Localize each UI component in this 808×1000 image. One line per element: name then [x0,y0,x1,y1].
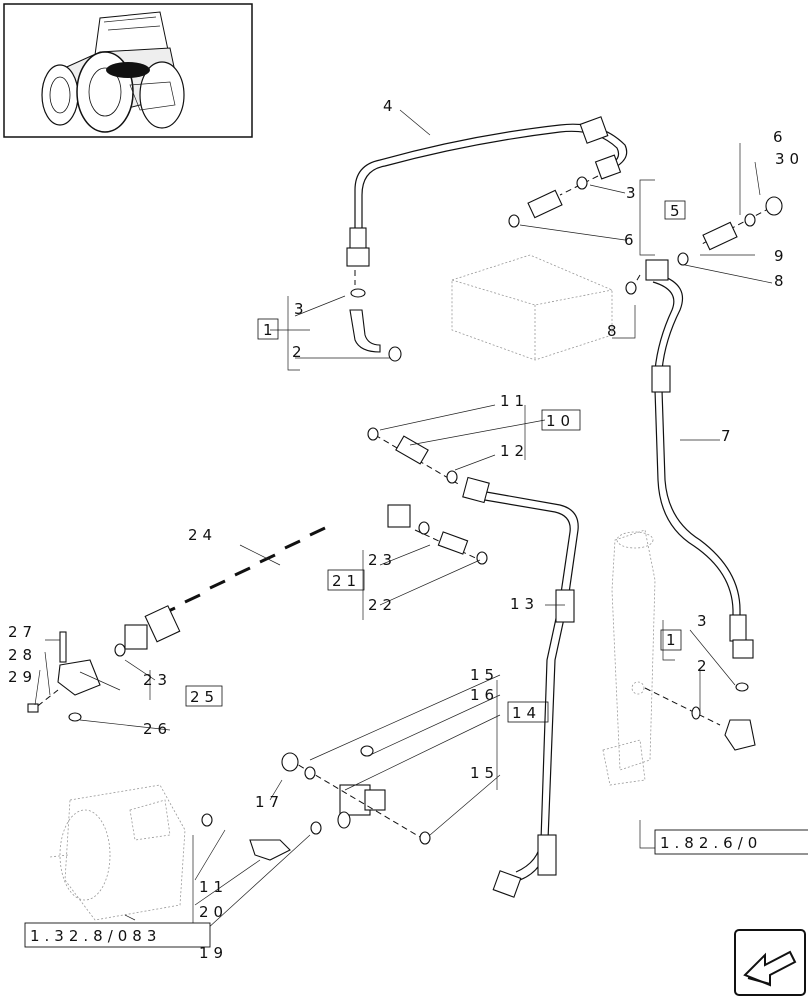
ghost-cylinder [602,529,656,786]
callout-6: 6 [773,128,788,146]
callout-9: 9 [774,247,789,265]
callout-5: 5 [670,202,685,220]
adapter-5-group [508,175,599,228]
leader-lines [34,109,773,945]
callout-labels: 4 3 5 6 6 30 9 8 8 1 3 2 7 11 10 12 24 2… [8,97,804,962]
callout-30: 30 [775,150,804,168]
callout-15: 15 [470,764,499,782]
callout-3: 3 [697,612,712,630]
callout-15: 15 [470,666,499,684]
callout-23: 23 [368,551,397,569]
fittings-right [625,196,783,295]
callout-27: 27 [8,623,37,641]
callout-2: 2 [697,657,712,675]
callout-28: 28 [8,646,37,664]
ghost-block [451,254,613,361]
hose-24 [124,501,488,650]
callout-14: 14 [512,704,541,722]
previous-page-arrow-icon[interactable] [734,929,806,996]
callout-12: 12 [500,442,529,460]
hose-13 [367,427,579,898]
callout-20: 20 [199,903,228,921]
callout-25: 25 [190,688,219,706]
callout-22: 22 [368,596,397,614]
callout-17: 17 [255,793,284,811]
callout-3: 3 [294,300,309,318]
callout-26: 26 [143,720,172,738]
tee-14 [201,745,431,861]
callout-24: 24 [188,526,217,544]
hose-7 [644,259,756,751]
hose-4 [346,116,628,362]
tractor-thumbnail-icon[interactable] [3,3,253,138]
callout-13: 13 [510,595,539,613]
callout-8: 8 [607,322,622,340]
block-25 [27,631,126,722]
callout-4: 4 [383,97,398,115]
callout-19: 19 [199,944,228,962]
ghost-pump [49,784,186,921]
callout-1: 1 [263,321,278,339]
reference-label: 1.32.8/083 [30,927,161,945]
callout-16: 16 [470,686,499,704]
callout-29: 29 [8,668,37,686]
callout-8: 8 [774,272,789,290]
callout-23: 23 [143,671,172,689]
callout-3: 3 [626,184,641,202]
reference-box-a[interactable]: 1.82.6/0 [654,829,808,855]
reference-box-b[interactable]: 1.32.8/083 [24,922,211,948]
callout-6: 6 [624,231,639,249]
callout-7: 7 [721,427,736,445]
callout-21: 21 [332,572,361,590]
callout-1: 1 [666,631,681,649]
callout-2: 2 [292,343,307,361]
callout-10: 10 [546,412,575,430]
reference-label: 1.82.6/0 [660,834,762,852]
callout-11: 11 [199,878,228,896]
callout-11: 11 [500,392,529,410]
